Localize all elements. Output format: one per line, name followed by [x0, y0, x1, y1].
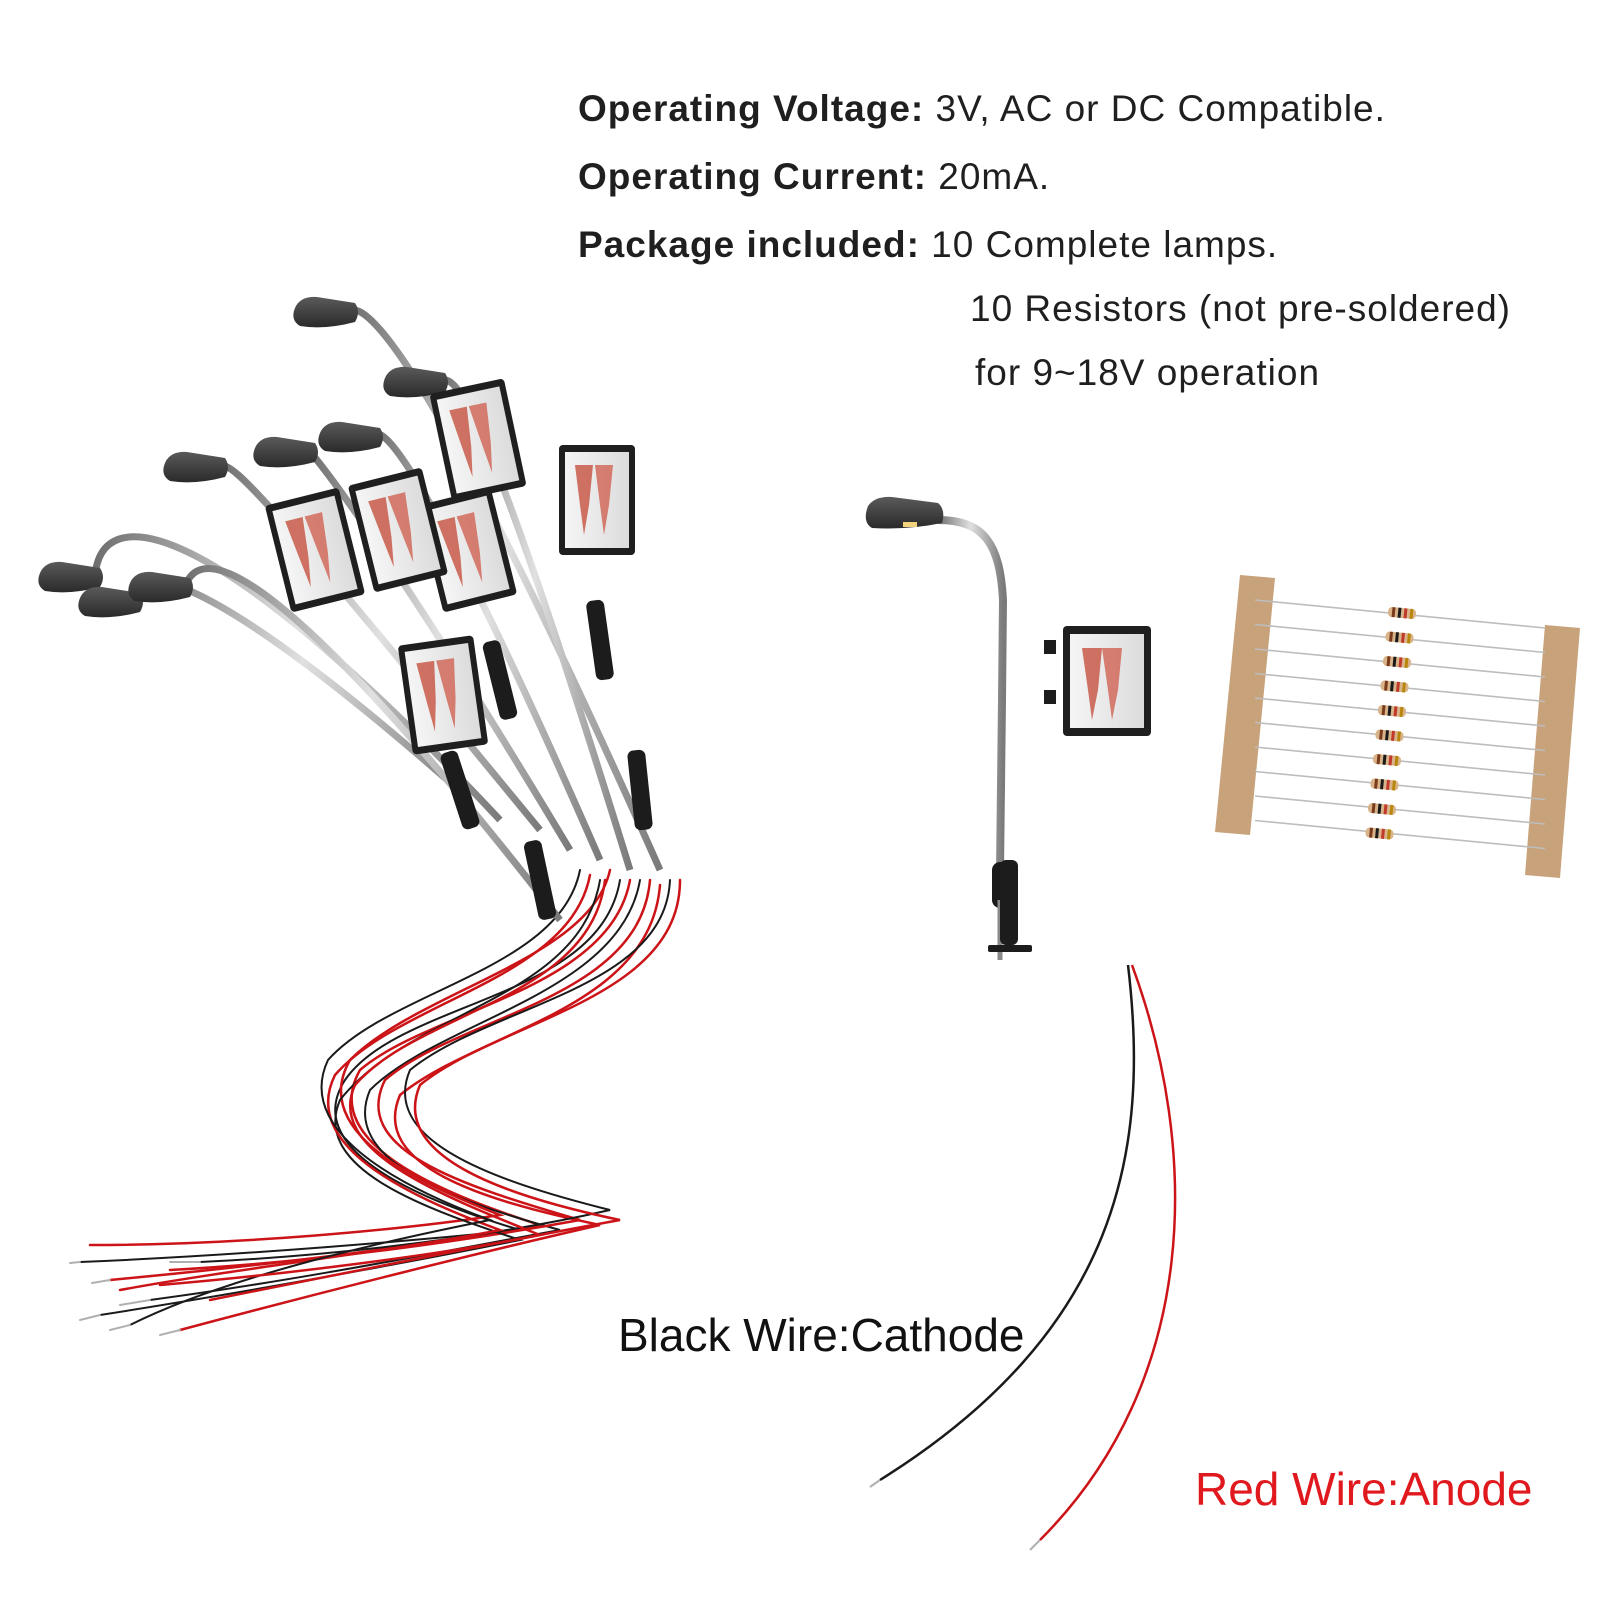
lamp-head: [383, 366, 448, 398]
single-lamp: [865, 496, 1177, 1551]
black-wire-label: Black Wire:Cathode: [618, 1309, 1025, 1361]
red-wire: [1039, 964, 1177, 1541]
advertising-sign: [417, 488, 517, 612]
wire-bundle: [69, 868, 682, 1336]
lamp-pole: [91, 533, 503, 823]
advertising-sign: [559, 445, 635, 555]
resistor-lead: [1254, 795, 1546, 825]
spec-package: Package included: 10 Complete lamps.: [578, 224, 1278, 266]
spec-current-value: 20mA.: [938, 156, 1051, 197]
advertising-sign: [265, 488, 365, 612]
lamp-head: [38, 561, 104, 593]
spec-current-label: Operating Current:: [578, 156, 927, 197]
lamp-head: [318, 421, 383, 453]
resistor-lead: [1254, 819, 1546, 850]
red-wire-label: Red Wire:Anode: [1195, 1463, 1533, 1515]
tape-left: [1215, 575, 1275, 835]
spec-package-label: Package included:: [578, 224, 920, 265]
black-wire: [879, 964, 1136, 1482]
lamp-head: [78, 586, 143, 618]
resistor-lead: [1254, 770, 1546, 801]
lamp-cluster: [38, 296, 664, 923]
lamp-base: [440, 750, 480, 830]
spec-current: Operating Current: 20mA.: [578, 156, 1050, 198]
lamp-base: [586, 599, 614, 681]
advertising-sign: [348, 468, 448, 592]
lamp-base: [482, 640, 518, 720]
lamp-head: [865, 496, 944, 529]
spec-voltage-value: 3V, AC or DC Compatible.: [935, 88, 1386, 129]
lamp-base: [523, 840, 557, 920]
lamp-head: [128, 571, 193, 603]
tape-right: [1525, 625, 1580, 878]
spec-package-line2: 10 Resistors (not pre-soldered): [970, 288, 1511, 329]
spec-package-line1: 10 Complete lamps.: [931, 224, 1279, 265]
lamp-head: [163, 451, 228, 483]
spec-voltage-label: Operating Voltage:: [578, 88, 925, 129]
lamp-head: [253, 436, 318, 468]
lamp-pole: [937, 516, 1008, 871]
advertising-sign: [398, 635, 488, 755]
spec-voltage: Operating Voltage: 3V, AC or DC Compatib…: [578, 88, 1386, 130]
advertising-sign: [430, 379, 526, 501]
lamp-head: [293, 296, 358, 328]
lamp-base: [627, 749, 653, 831]
resistor-strip: [1215, 575, 1580, 878]
spec-package-line3: for 9~18V operation: [975, 352, 1321, 393]
